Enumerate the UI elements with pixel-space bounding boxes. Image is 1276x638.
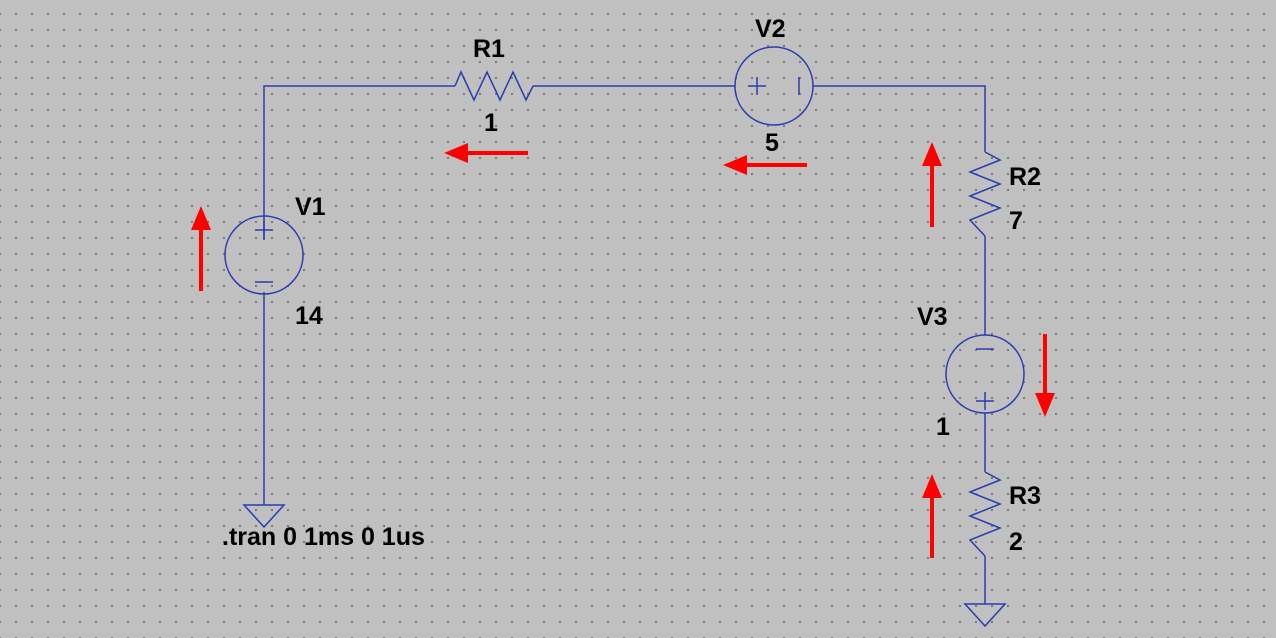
- v2-value-label: 5: [765, 129, 779, 157]
- ground-icon: [242, 504, 286, 529]
- voltage-source-v3[interactable]: V3 1: [917, 303, 1025, 441]
- arrow-up-icon: [191, 206, 211, 291]
- ground-icon: [963, 603, 1007, 628]
- r3-zigzag: [967, 471, 1003, 557]
- v2-body: [734, 46, 814, 126]
- arrow-down-icon: [1035, 334, 1055, 417]
- r2-value-label: 7: [1009, 207, 1023, 235]
- current-arrows: [191, 142, 1055, 558]
- plus-icon: [255, 221, 273, 239]
- resistor-r2[interactable]: R2 7: [967, 151, 1041, 237]
- r1-value-label: 1: [484, 109, 498, 137]
- arrow-up-icon: [922, 474, 942, 558]
- wire-v2-to-r2[interactable]: [813, 85, 986, 152]
- plus-icon: [976, 392, 994, 410]
- r3-value-label: 2: [1009, 528, 1023, 556]
- v3-name-label: V3: [917, 303, 948, 331]
- voltage-source-v2[interactable]: V2 5: [734, 15, 814, 157]
- r2-zigzag: [967, 151, 1003, 237]
- r1-name-label: R1: [473, 35, 505, 63]
- v1-body: [224, 215, 304, 295]
- arrow-up-icon: [922, 142, 942, 227]
- r3-name-label: R3: [1009, 482, 1041, 510]
- v2-name-label: V2: [755, 15, 786, 43]
- ground-symbol-left[interactable]: [242, 504, 286, 529]
- r2-name-label: R2: [1009, 163, 1041, 191]
- voltage-source-v1[interactable]: V1 14: [224, 193, 326, 330]
- r1-zigzag: [454, 70, 534, 102]
- arrow-left-icon: [723, 155, 807, 175]
- ground-symbol-right[interactable]: [963, 603, 1007, 628]
- v3-value-label: 1: [936, 413, 950, 441]
- v1-value-label: 14: [295, 302, 323, 330]
- resistor-r1[interactable]: R1 1: [454, 35, 534, 137]
- arrow-left-icon: [444, 143, 528, 163]
- v1-name-label: V1: [295, 193, 326, 221]
- wire-v1-top-to-r1[interactable]: [263, 85, 455, 240]
- wires: [263, 85, 986, 604]
- plus-icon: [748, 77, 766, 95]
- v3-body: [945, 334, 1025, 414]
- resistor-r3[interactable]: R3 2: [967, 471, 1041, 557]
- spice-directive[interactable]: .tran 0 1ms 0 1us: [222, 523, 425, 551]
